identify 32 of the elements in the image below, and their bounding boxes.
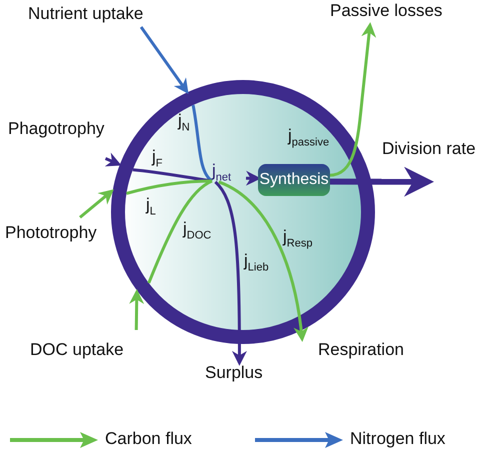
- flux-line: [126, 180, 212, 195]
- flux-arrow: [330, 22, 376, 177]
- edge-label: j$_{N}$: [178, 112, 190, 134]
- flux-arrow: [214, 180, 247, 366]
- flux-arrow: [104, 152, 122, 166]
- edge-label: j$_{passive}$: [288, 127, 330, 148]
- flux-arrow: [218, 180, 308, 342]
- edge-label: j$_{F}$: [152, 148, 163, 170]
- edge-label: j$_{L}$: [146, 196, 156, 218]
- flux-label: Phototrophy: [5, 224, 125, 246]
- flux-arrow: [79, 189, 114, 219]
- junction-label: j$_{net}$: [212, 162, 246, 181]
- flux-label: Phagotrophy: [8, 120, 133, 142]
- flux-line: [192, 104, 213, 182]
- flux-line: [132, 168, 212, 182]
- edge-label: j$_{DOC}$: [183, 220, 212, 242]
- flux-label: Respiration: [318, 341, 428, 363]
- flux-label: Nutrient uptake: [28, 5, 173, 27]
- flux-label: Division rate: [382, 140, 500, 162]
- flux-arrow: [140, 26, 189, 94]
- edge-label: j$_{Lieb}$: [244, 252, 269, 274]
- process-box: Synthesis: [258, 164, 330, 196]
- legend-label: Carbon flux: [105, 430, 192, 449]
- flux-label: Passive losses: [330, 2, 490, 24]
- flux-arrow: [129, 289, 144, 330]
- edge-label: j$_{Resp}$: [283, 228, 312, 250]
- flux-arrow: [246, 170, 261, 186]
- flux-label: Surplus: [205, 364, 285, 386]
- flux-label: DOC uptake: [30, 341, 155, 363]
- flux-line: [147, 180, 213, 284]
- legend-label: Nitrogen flux: [350, 430, 446, 449]
- flux-arrow: [330, 166, 434, 197]
